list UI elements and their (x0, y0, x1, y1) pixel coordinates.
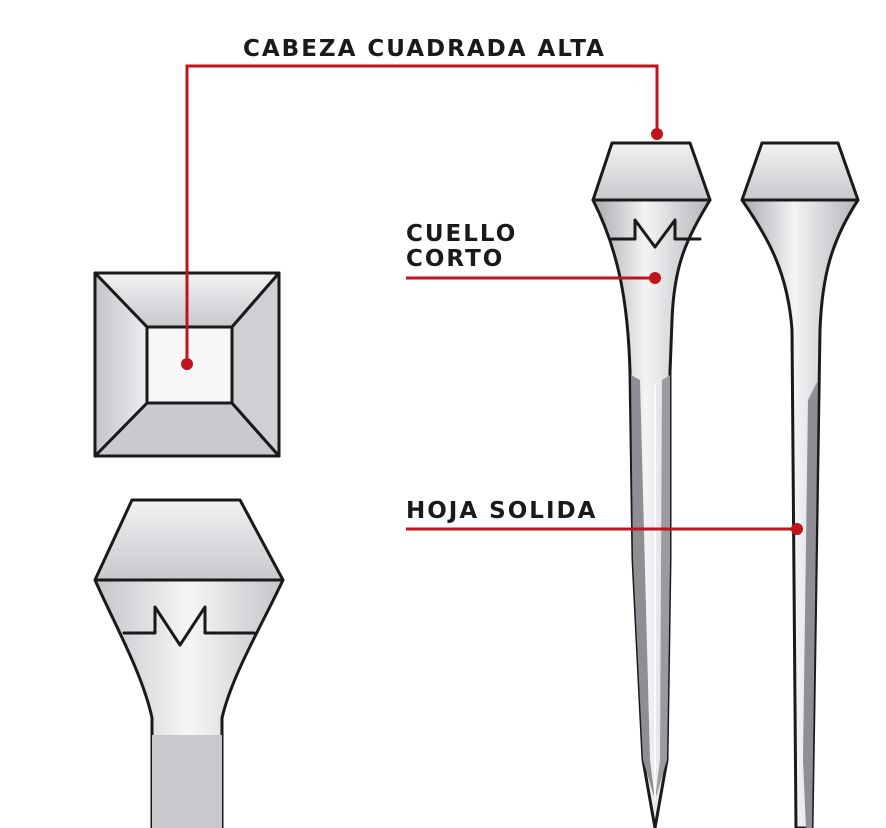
label-blade: HOJA SOLIDA (406, 498, 597, 524)
cut-nail-front-view-icon (591, 141, 712, 828)
label-neck-line2: CORTO (406, 246, 504, 272)
head-leader-line (185, 64, 659, 364)
head-front-dot-icon (651, 128, 663, 140)
cut-nail-side-view-icon (740, 141, 860, 828)
m-mark-closeup-icon (122, 605, 256, 647)
leader-lines (185, 64, 797, 531)
label-head: CABEZA CUADRADA ALTA (243, 36, 606, 62)
blade-dot-icon (791, 523, 803, 535)
head-top-view-dot-icon (181, 358, 193, 370)
m-mark-front-icon (610, 218, 702, 249)
leader-dots (181, 128, 803, 535)
neck-dot-icon (649, 272, 661, 284)
label-neck-line1: CUELLO (406, 221, 517, 247)
nail-head-closeup-icon (93, 498, 285, 828)
square-nail-head-top-view-icon (93, 271, 281, 458)
